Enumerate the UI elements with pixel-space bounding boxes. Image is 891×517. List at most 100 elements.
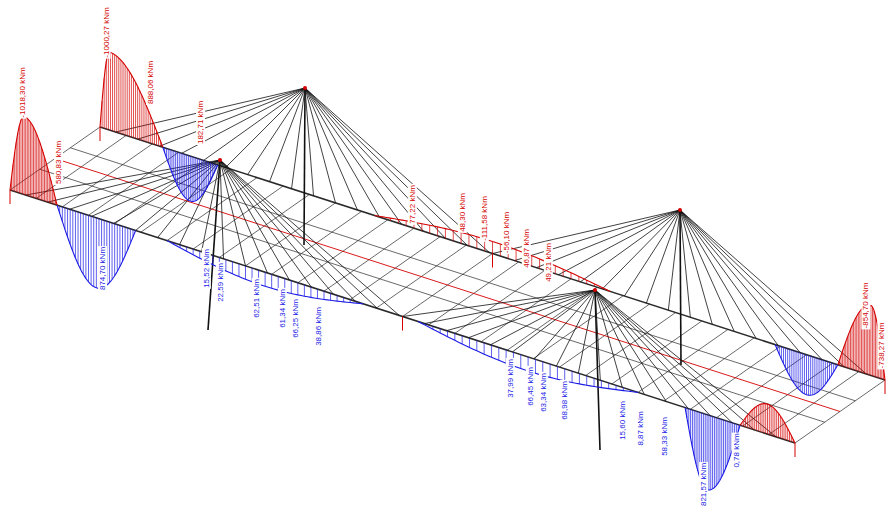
- moment-hatch: [754, 408, 755, 430]
- moment-hatch: [692, 410, 693, 448]
- moment-diagram: [375, 216, 611, 292]
- moment-hatch: [17, 133, 18, 193]
- moment-hatch: [93, 217, 94, 287]
- moment-hatch: [852, 326, 853, 370]
- moment-hatch: [461, 232, 462, 243]
- moment-curve: [10, 117, 57, 206]
- moment-hatch: [814, 357, 815, 394]
- moment-hatch: [859, 311, 860, 372]
- moment-hatch: [210, 163, 211, 181]
- stay-cable: [403, 290, 596, 317]
- stay-cable: [578, 290, 595, 373]
- moment-hatch: [148, 110, 149, 143]
- moment-hatch: [453, 230, 454, 240]
- moment-hatch: [30, 122, 31, 197]
- moment-value: 874,70 kNm: [98, 245, 107, 290]
- moment-hatch: [476, 237, 477, 249]
- moment-hatch: [791, 350, 792, 380]
- moment-hatch: [571, 273, 572, 279]
- moment-hatch: [96, 218, 97, 288]
- moment-hatch: [36, 134, 37, 198]
- stay-cable: [680, 210, 800, 353]
- moment-hatch: [608, 383, 609, 389]
- moment-hatch: [484, 343, 485, 354]
- moment-hatch: [193, 157, 194, 201]
- moment-hatch: [39, 142, 40, 199]
- stay-cable: [220, 160, 333, 294]
- pylon-node: [303, 86, 307, 90]
- moment-hatch: [108, 53, 109, 130]
- pylon: [595, 290, 600, 450]
- moment-hatch: [827, 361, 828, 381]
- moment-hatch: [798, 352, 799, 389]
- moment-value: -854,70 kNm: [861, 281, 870, 329]
- pylon-node: [593, 288, 597, 292]
- moment-hatch: [182, 154, 183, 195]
- pylon: [208, 160, 220, 330]
- moment-hatch: [127, 228, 128, 250]
- moment-hatch: [429, 225, 430, 233]
- moment-hatch: [823, 360, 824, 387]
- stay-cable: [680, 210, 778, 346]
- moment-hatch: [710, 416, 711, 490]
- moment-hatch: [46, 163, 47, 202]
- moment-hatch: [83, 214, 84, 275]
- moment-hatch: [850, 329, 851, 368]
- moment-hatch: [173, 151, 174, 177]
- moment-hatch: [765, 404, 766, 434]
- moment-hatch: [848, 333, 849, 368]
- moment-hatch: [19, 125, 20, 193]
- moment-hatch: [119, 225, 120, 266]
- moment-hatch: [708, 415, 709, 490]
- stay-cable: [680, 210, 756, 339]
- moment-hatch: [78, 212, 79, 264]
- moment-diagram: [100, 52, 163, 147]
- moment-value: 61,34 kNm: [277, 288, 286, 329]
- pylon-node: [218, 158, 222, 162]
- moment-hatch: [783, 347, 784, 363]
- moment-hatch: [491, 345, 492, 357]
- moment-hatch: [75, 211, 76, 258]
- moment-hatch: [125, 227, 126, 255]
- moment-value: 77,22 kNm: [407, 184, 416, 225]
- stay-cable: [680, 210, 690, 317]
- moment-hatch: [201, 160, 202, 196]
- moment-hatch: [725, 421, 726, 469]
- stay-cable: [534, 290, 595, 359]
- moment-hatch: [771, 406, 772, 435]
- stay-cable: [446, 290, 595, 331]
- stay-cable: [292, 88, 305, 189]
- moment-hatch: [310, 287, 311, 297]
- moment-hatch: [774, 409, 775, 436]
- moment-hatch: [47, 168, 48, 202]
- moment-hatch: [800, 353, 801, 391]
- moment-value: 8,87 kNm: [636, 410, 645, 446]
- moment-hatch: [594, 378, 595, 386]
- moment-hatch: [468, 234, 469, 245]
- moment-hatch: [789, 349, 790, 376]
- moment-diagram: [167, 241, 363, 304]
- moment-hatch: [831, 363, 832, 375]
- moment-value: 38,86 kNm: [313, 306, 322, 347]
- moment-hatch: [802, 353, 803, 392]
- moment-hatch: [265, 272, 266, 286]
- moment-hatch: [199, 159, 200, 198]
- moment-hatch: [109, 222, 110, 283]
- moment-hatch: [539, 259, 540, 269]
- moment-value: -1000,27 kNm: [102, 6, 111, 58]
- moment-value: 66,25 kNm: [290, 298, 299, 339]
- stay-cable: [680, 210, 734, 331]
- moment-hatch: [756, 406, 757, 430]
- moment-hatch: [776, 411, 777, 437]
- moment-hatch: [131, 75, 132, 137]
- moment-hatch: [718, 418, 719, 483]
- moment-value: 66,45 kNm: [525, 366, 534, 407]
- moment-hatch: [188, 156, 189, 201]
- moment-hatch: [855, 319, 856, 370]
- moment-hatch: [454, 333, 455, 340]
- stay-cable: [305, 88, 467, 245]
- cross-beam: [10, 127, 100, 190]
- moment-hatch: [317, 289, 318, 298]
- moment-hatch: [197, 158, 198, 199]
